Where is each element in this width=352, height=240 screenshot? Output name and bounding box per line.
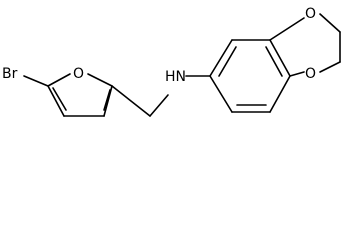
molecule-structure: Br O HN O O <box>2 6 341 117</box>
atom-label-furan-oxygen: O <box>73 66 84 82</box>
benzene-ring <box>209 39 291 113</box>
bond-c4-c5-double <box>52 87 67 111</box>
bond-otop-ch2 <box>319 13 341 33</box>
bond-ar-4 <box>269 75 291 113</box>
molecule-canvas: Br O HN O O <box>2 6 341 117</box>
bond-ar-double-1 <box>218 46 237 77</box>
bond-o1-c2 <box>87 73 113 87</box>
bond-ar-double-2 <box>265 46 283 77</box>
bond-ar-1 <box>209 39 233 77</box>
atom-label-bromine: Br <box>2 66 18 82</box>
bond-c4-c5 <box>47 85 65 117</box>
bond-ch2-n <box>149 94 169 117</box>
bond-ch2-obottom <box>319 61 341 73</box>
bond-c-otop <box>269 17 305 41</box>
atom-label-dioxane-oxygen-bottom: O <box>305 66 316 82</box>
furan-ring <box>47 73 113 117</box>
dioxane-ring <box>269 13 341 77</box>
atom-label-dioxane-oxygen-top: O <box>305 6 316 22</box>
bond-br-c5 <box>23 75 49 87</box>
atom-label-amine: HN <box>165 69 186 85</box>
bond-c5-o1 <box>47 73 71 87</box>
bond-ar-3 <box>269 39 291 77</box>
bond-c3-c3-double <box>103 89 111 111</box>
bond-obottom-c <box>289 71 305 77</box>
bond-c2-ch2 <box>111 85 151 117</box>
bond-ar-6 <box>209 75 233 113</box>
bond-c2-c3 <box>103 85 113 117</box>
